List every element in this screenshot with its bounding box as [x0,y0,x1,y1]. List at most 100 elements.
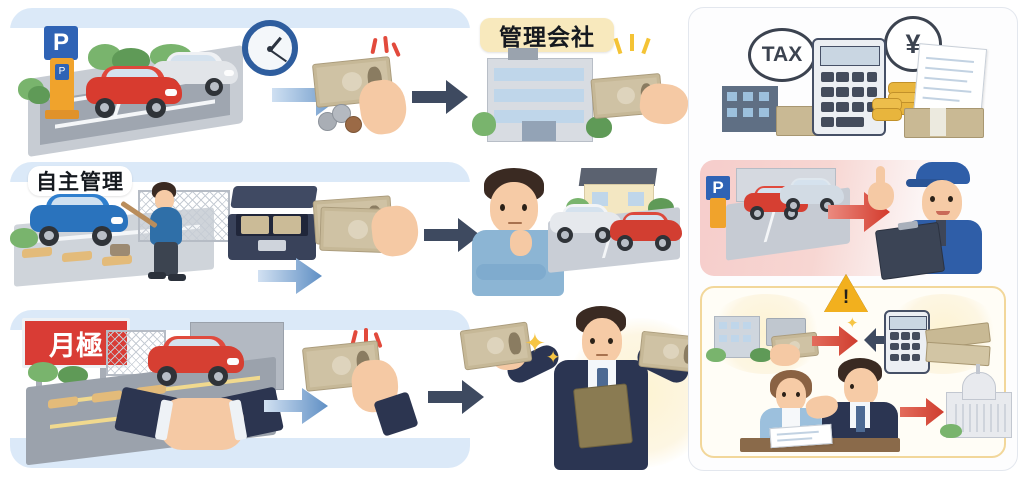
clipboard [874,221,946,281]
doc-line [776,431,819,437]
government-dome [962,372,996,400]
gold-coin-stack-5 [872,108,902,121]
eye-left [590,338,595,344]
eye-right [796,392,800,397]
doc-line [925,56,975,63]
tax-office-building [722,86,778,132]
doc-line [923,86,972,93]
cash-box-latch [258,240,286,251]
calculator-key [901,354,910,362]
sparkle-left: ✦ [524,328,546,358]
necktie-worker [936,220,946,246]
doc-line [924,66,974,73]
consult-calculator [884,310,930,374]
tax-speech-bubble: TAX [748,28,816,82]
parking-sign-board: P [44,26,78,60]
calculator-key [836,102,849,113]
monthly-parking-sign-text: 月極 [49,330,103,361]
calculator-key [867,71,877,83]
calculator-key [912,332,921,340]
tax-speech-bubble-text: TAX [761,43,803,66]
emphasis-mark-5 [364,328,368,346]
house-window-2 [628,192,644,206]
calculator-key [912,343,921,351]
cash-bundle-2 [273,216,301,234]
bush-monthly-1 [28,362,58,382]
calculator-key [867,87,877,98]
shoe-left [148,272,166,279]
doc-line [777,437,813,442]
calculator-key [901,343,910,351]
calculator-key [890,332,899,340]
label-management-company: 管理会社 [480,18,614,52]
consult-building-window [731,335,739,342]
label-self-management: 自主管理 [28,166,132,196]
calculator-screen [889,315,927,330]
tax-building-window [743,92,753,101]
car-silver-inspect [780,178,844,213]
calculator-key [836,87,849,98]
tax-building-window [727,108,737,117]
mouth [596,354,608,356]
arrow-blue-row2 [258,258,322,294]
folder-document [573,383,633,449]
eye-left [782,392,786,397]
spark-line-1 [613,37,623,55]
bush-building-right [586,116,612,138]
calculator-key [821,117,834,128]
consult-building-window [719,322,727,329]
building-window-row [494,110,584,123]
sparkle-left-small: ✦ [546,348,561,367]
calculator-key [821,71,834,83]
parking-meter-base [45,110,79,119]
car-red-house [610,212,682,252]
yen-speech-bubble-text: ¥ [905,28,921,59]
car-red-top [86,66,182,118]
hand-on-chin [510,230,532,256]
calculator-key [851,71,865,83]
head [582,318,622,364]
cap [916,162,970,184]
head [490,182,538,234]
pointing-hand [868,182,894,210]
clock-center-dot [267,46,273,52]
calculator-key [851,102,865,113]
arrow-navy-consult-right [864,328,898,352]
arm-crossed [476,264,546,280]
consult-sparkle: ✦ [846,315,859,332]
broom-head [110,244,130,256]
head [844,368,878,406]
consult-building-window [743,322,751,329]
mouth [936,211,950,215]
calculator-key [836,117,865,128]
calculator-key [912,354,921,362]
calculator-key [890,343,899,351]
car-blue-self [30,194,128,246]
inspect-meter [710,198,726,228]
tax-building-window [743,108,753,117]
tax-building-window [727,92,737,101]
tie [856,406,865,432]
owner-cleaning [146,182,192,281]
monthly-sign-post-right [100,352,106,396]
hand-receiving [638,81,690,127]
calculator-key [821,102,834,113]
bill-bundle-wrap [930,108,946,136]
doc-line [922,96,960,102]
cap-brim [906,179,946,187]
head [776,378,806,412]
calculator-key [890,354,899,362]
building-roof-box [508,48,538,60]
cash-bundle-1 [241,216,269,234]
arrow-navy-row3 [428,380,484,414]
eye-right [948,196,953,202]
arrow-red-government [900,398,944,426]
eye-right [522,204,527,211]
parking-meter-display: P [55,64,69,80]
arrow-red-consult-left [812,326,858,356]
consult-bush-1 [706,348,726,362]
shoe-right [168,274,186,281]
bush-monthly-2 [58,366,88,384]
eye-left [500,204,505,211]
